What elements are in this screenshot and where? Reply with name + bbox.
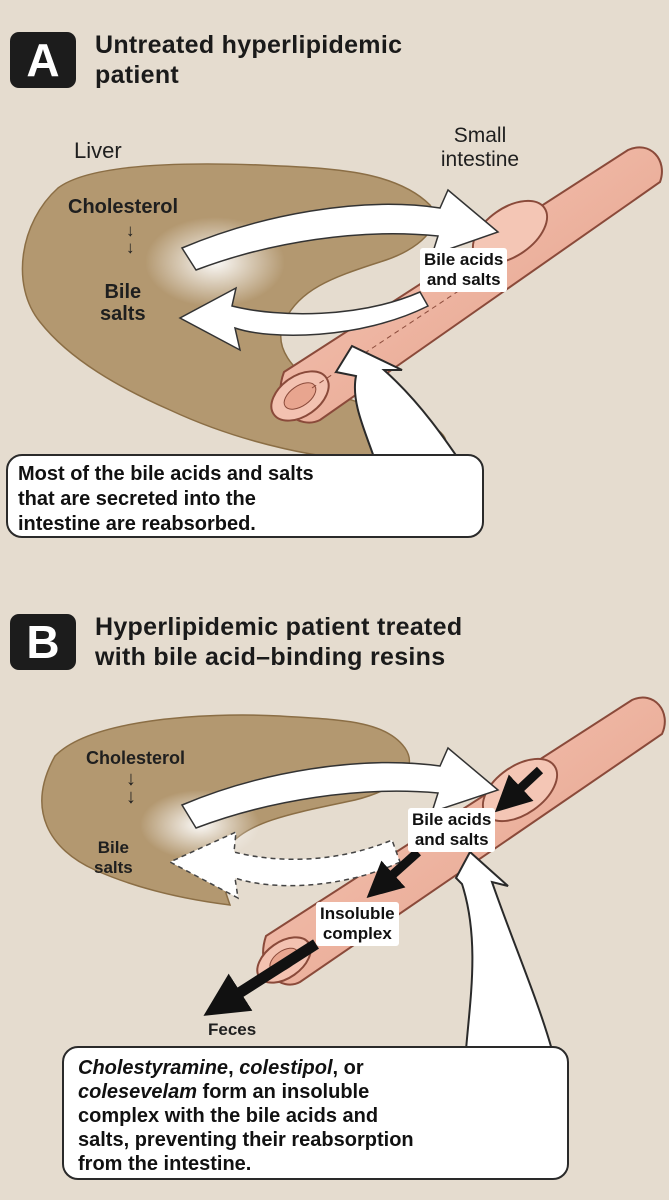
small-intestine-label-line2: intestine bbox=[440, 148, 520, 171]
panel-b-title: Hyperlipidemic patient treated with bile… bbox=[95, 612, 462, 672]
callout-b-sep1: , bbox=[228, 1057, 240, 1079]
bile-salts-label-b-line1: Bile bbox=[97, 838, 129, 857]
callout-b-line3: complex with the bile acids and bbox=[78, 1105, 379, 1127]
panel-a-badge: A bbox=[10, 32, 76, 88]
callout-pointer-b bbox=[454, 850, 554, 1051]
bile-acids-tag-a: Bile acids and salts bbox=[420, 248, 508, 292]
drug-colestipol: colestipol bbox=[239, 1057, 333, 1079]
insoluble-complex-tag-line1: Insoluble bbox=[320, 904, 395, 923]
cholesterol-label-a: Cholesterol bbox=[68, 196, 179, 218]
feces-label: Feces bbox=[208, 1020, 257, 1039]
bile-salts-label-a-line2: salts bbox=[100, 303, 146, 325]
panel-b-title-line1: Hyperlipidemic patient treated bbox=[95, 613, 463, 641]
bile-salts-label-b: Bile salts bbox=[94, 838, 133, 878]
callout-b-line2-rest: form an insoluble bbox=[196, 1081, 370, 1103]
drug-cholestyramine: Cholestyramine bbox=[78, 1057, 229, 1079]
callout-b-line5: from the intestine. bbox=[78, 1153, 252, 1175]
insoluble-complex-tag: Insoluble complex bbox=[316, 902, 399, 946]
panel-b-badge: B bbox=[10, 614, 76, 670]
blocked-return-arrow-b bbox=[168, 830, 401, 900]
down-arrow-icon: ↓↓ bbox=[126, 768, 136, 808]
bile-acids-tag-a-line1: Bile acids bbox=[424, 250, 504, 269]
secretion-arrow-a bbox=[180, 188, 500, 271]
panel-a-title-line1: Untreated hyperlipidemic bbox=[95, 31, 403, 59]
callout-b: Cholestyramine, colestipol, or colesevel… bbox=[62, 1046, 569, 1180]
callout-b-line2: colesevelam form an insoluble bbox=[78, 1080, 553, 1104]
callout-a-line3: intestine are reabsorbed. bbox=[18, 513, 256, 535]
panel-b-title-line2: with bile acid–binding resins bbox=[95, 643, 446, 671]
bile-salts-label-a-line1: Bile bbox=[104, 281, 142, 303]
callout-b-line4: salts, preventing their reabsorption bbox=[78, 1129, 414, 1151]
drug-colesevelam: colesevelam bbox=[78, 1081, 197, 1103]
callout-b-sep2: , or bbox=[332, 1057, 364, 1079]
bile-acids-tag-a-line2: and salts bbox=[426, 270, 501, 289]
liver-label: Liver bbox=[74, 138, 122, 163]
return-arrow-a bbox=[178, 286, 430, 352]
small-intestine-label-line1: Small bbox=[453, 124, 507, 147]
resin-arrow-2 bbox=[366, 848, 422, 899]
insoluble-complex-tag-line2: complex bbox=[322, 924, 392, 943]
callout-a: Most of the bile acids and salts that ar… bbox=[6, 454, 484, 538]
small-intestine-label: Small intestine bbox=[420, 124, 540, 172]
feces-arrow bbox=[203, 939, 319, 1016]
bile-acids-tag-b: Bile acids and salts bbox=[408, 808, 496, 852]
down-arrow-icon: ↓↓ bbox=[126, 221, 135, 257]
cholesterol-label-b: Cholesterol bbox=[86, 748, 186, 768]
panel-a-title-line2: patient bbox=[95, 61, 180, 89]
callout-a-line1: Most of the bile acids and salts bbox=[18, 463, 314, 485]
bile-acids-tag-b-line2: and salts bbox=[414, 830, 489, 849]
callout-a-line2: that are secreted into the bbox=[18, 488, 256, 510]
resin-arrow-1 bbox=[494, 766, 544, 813]
callout-b-line1: Cholestyramine, colestipol, or bbox=[78, 1056, 553, 1080]
bile-salts-label-b-line2: salts bbox=[94, 858, 133, 877]
bile-salts-label-a: Bile salts bbox=[100, 281, 146, 325]
panel-a-title: Untreated hyperlipidemic patient bbox=[95, 30, 402, 90]
bile-acids-tag-b-line1: Bile acids bbox=[412, 810, 492, 829]
